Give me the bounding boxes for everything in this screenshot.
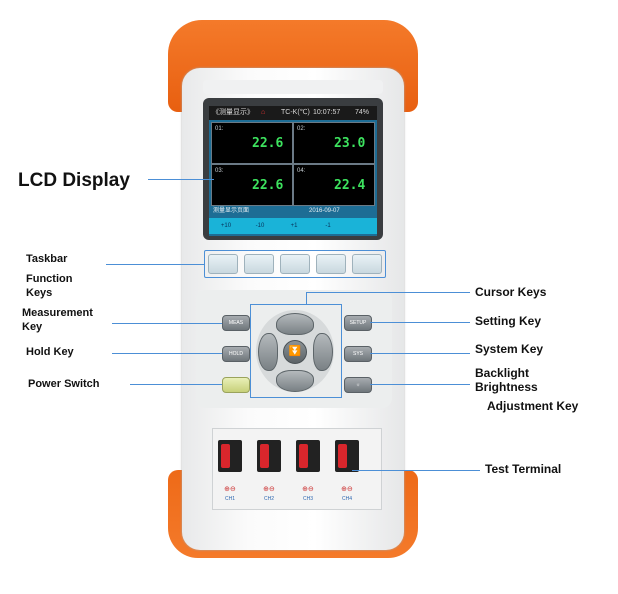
enter-key[interactable]: ⏬: [283, 340, 307, 364]
label-system-key: System Key: [475, 342, 544, 356]
system-key[interactable]: SYS: [344, 346, 372, 362]
callout-line-cursor-v: [306, 292, 307, 304]
screen-header: 《测量显示》 ⌂ TC-K(℃) 10:07:57 74%: [209, 106, 377, 120]
label-test-terminal: Test Terminal: [485, 462, 562, 476]
sun-icon: ☼: [355, 382, 361, 388]
softkey[interactable]: [345, 218, 377, 234]
label-hold-key: Hold Key: [26, 346, 74, 358]
terminal-label: CH3: [302, 496, 313, 502]
callout-line-taskbar: [106, 264, 204, 265]
terminal-red-contact: [260, 444, 269, 468]
label-backlight-2: Brightness: [475, 380, 538, 394]
label-lcd-display: LCD Display: [18, 170, 130, 191]
channel-label: 03:: [215, 168, 224, 174]
cursor-up-key[interactable]: [276, 313, 314, 335]
channel-cell: 01: 22.6: [211, 122, 293, 164]
function-key[interactable]: [280, 254, 310, 274]
channel-value: 22.6: [252, 136, 284, 151]
power-switch[interactable]: [222, 377, 250, 393]
channel-value: 23.0: [334, 136, 366, 151]
cursor-right-key[interactable]: [313, 333, 333, 371]
channel-cell: 04: 22.4: [293, 164, 375, 206]
double-chevron-down-icon: ⏬: [288, 346, 302, 357]
hold-key[interactable]: HOLD: [222, 346, 250, 362]
channel-value: 22.6: [252, 178, 284, 193]
top-lens: [203, 80, 383, 94]
callout-line-system: [370, 353, 470, 354]
cursor-down-key[interactable]: [276, 370, 314, 392]
callout-line-backlight: [370, 384, 470, 385]
terminal-red-contact: [338, 444, 347, 468]
channel-cell: 02: 23.0: [293, 122, 375, 164]
label-setting-key: Setting Key: [475, 314, 542, 328]
screen-header-title: 《测量显示》: [212, 109, 254, 116]
label-taskbar: Taskbar: [26, 253, 68, 265]
callout-line-hold: [112, 353, 222, 354]
callout-line-lcd: [148, 179, 214, 180]
channel-label: 01:: [215, 126, 224, 132]
terminal-red-contact: [221, 444, 230, 468]
terminal-polarity: ⊕⊖: [224, 486, 236, 493]
screen-header-battery: 74%: [355, 109, 370, 116]
channel-cell: 03: 22.6: [211, 164, 293, 206]
taskbar-callout-box: [204, 250, 386, 278]
label-backlight-3: Adjustment Key: [487, 399, 579, 413]
backlight-key[interactable]: ☼: [344, 377, 372, 393]
cursor-left-key[interactable]: [258, 333, 278, 371]
channel-value: 22.4: [334, 178, 366, 193]
callout-line-setting: [370, 322, 470, 323]
screen-footer-title: 测量显示页面: [213, 208, 250, 214]
terminal-label: CH4: [341, 496, 352, 502]
softkey[interactable]: -1: [311, 218, 346, 234]
terminal-label: CH1: [224, 496, 235, 502]
function-key[interactable]: [352, 254, 382, 274]
function-key[interactable]: [208, 254, 238, 274]
battery-icon: ⌂: [261, 109, 266, 116]
callout-line-terminal: [352, 470, 480, 471]
screen-header-mode: TC-K(℃): [281, 109, 310, 116]
terminal-polarity: ⊕⊖: [302, 486, 314, 493]
channel-label: 04:: [297, 168, 306, 174]
label-measurement-key: Measurement Key: [22, 307, 93, 333]
label-backlight-1: Backlight: [475, 366, 530, 380]
function-key[interactable]: [244, 254, 274, 274]
callout-line-cursor: [306, 292, 470, 293]
label-function-keys: Function Keys: [26, 273, 73, 299]
softkey[interactable]: -10: [243, 218, 278, 234]
screen-footer-date: 2016-09-07: [309, 208, 340, 214]
terminal-polarity: ⊕⊖: [341, 486, 353, 493]
callout-line-measurement: [112, 323, 222, 324]
softkey[interactable]: +1: [277, 218, 312, 234]
screen-footer: 测量显示页面 2016-09-07: [209, 206, 377, 216]
terminal-red-contact: [299, 444, 308, 468]
channel-label: 02:: [297, 126, 306, 132]
label-power-switch: Power Switch: [28, 378, 100, 390]
callout-line-power: [130, 384, 222, 385]
lcd-screen: 《测量显示》 ⌂ TC-K(℃) 10:07:57 74% 01: 22.6 0…: [209, 106, 377, 236]
terminal-polarity: ⊕⊖: [263, 486, 275, 493]
cursor-callout-box: [250, 304, 342, 398]
setting-key[interactable]: SETUP: [344, 315, 372, 331]
label-cursor-keys: Cursor Keys: [475, 285, 547, 299]
function-key[interactable]: [316, 254, 346, 274]
measurement-key[interactable]: MEAS: [222, 315, 250, 331]
terminal-label: CH2: [263, 496, 274, 502]
softkey[interactable]: +10: [209, 218, 244, 234]
screen-header-time: 10:07:57: [313, 109, 341, 116]
